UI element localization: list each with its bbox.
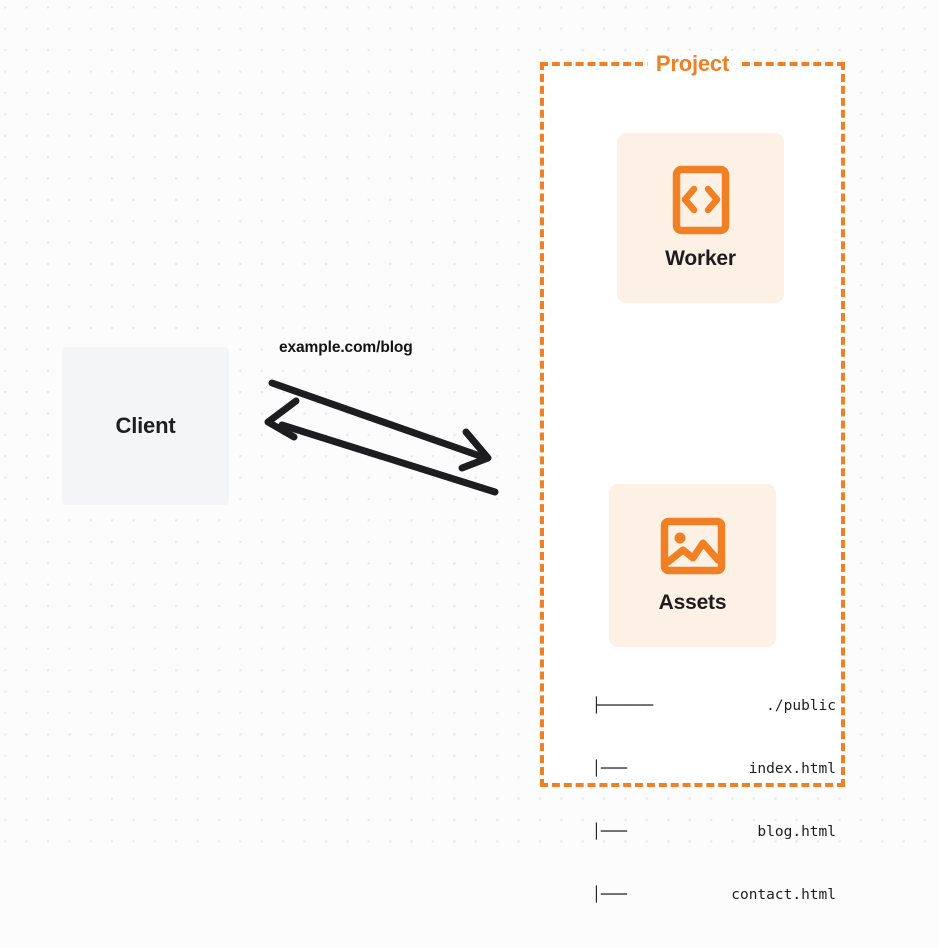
request-url-label: example.com/blog: [279, 339, 413, 356]
file-tree-row: │─── index.html: [592, 759, 836, 780]
tree-branch-glyph: │───: [592, 887, 627, 903]
response-arrow: [264, 397, 499, 496]
tree-entry-name: index.html: [748, 761, 836, 777]
project-title: Project: [646, 51, 739, 77]
worker-card[interactable]: Worker: [617, 133, 784, 303]
request-arrow: [268, 379, 492, 472]
tree-entry-name: ./public: [766, 698, 836, 714]
file-tree-row: │─── contact.html: [592, 885, 836, 906]
file-tree-row: ├────── ./public: [592, 696, 836, 717]
tree-entry-name: contact.html: [731, 887, 836, 903]
client-node[interactable]: Client: [62, 347, 229, 505]
project-group: Project Worker Assets: [540, 51, 845, 903]
tree-branch-glyph: │───: [592, 824, 627, 840]
diagram-canvas: Client example.com/blog Project: [0, 0, 938, 903]
assets-card[interactable]: Assets: [609, 484, 776, 647]
assets-label: Assets: [658, 590, 727, 614]
client-label: Client: [115, 413, 176, 438]
tree-branch-glyph: │───: [592, 761, 627, 777]
image-icon: [660, 517, 726, 575]
tree-entry-name: blog.html: [757, 824, 836, 840]
worker-label: Worker: [665, 247, 736, 270]
file-tree-row: │─── blog.html: [592, 822, 836, 843]
code-brackets-icon: [672, 165, 730, 235]
assets-file-tree: ├────── ./public │─── index.html │─── bl…: [592, 654, 836, 948]
tree-branch-glyph: ├──────: [592, 698, 654, 714]
